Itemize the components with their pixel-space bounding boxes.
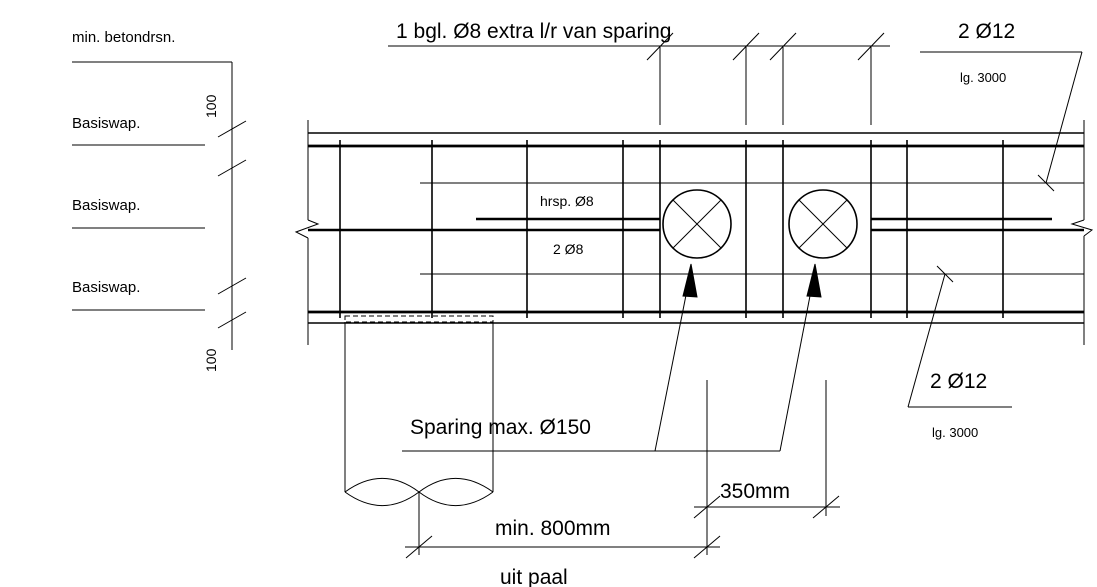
extra-stirrup-label: 1 bgl. Ø8 extra l/r van sparing xyxy=(396,20,671,43)
pile xyxy=(344,315,494,506)
bottom-bars-annotation: 2 Ø12 lg. 3000 xyxy=(907,265,1012,440)
hanger-label: hrsp. Ø8 xyxy=(540,193,594,209)
middle-bars-label: 2 Ø8 xyxy=(553,241,584,257)
dim-bottom-label: 100 xyxy=(203,348,219,372)
from-pile-label: uit paal xyxy=(500,566,568,587)
basiswap-label-bottom: Basiswap. xyxy=(72,279,140,296)
opening-right xyxy=(788,189,858,259)
bottom-dimensions: 350mm min. 800mm uit paal xyxy=(405,380,840,587)
top-bars-label: 2 Ø12 xyxy=(958,20,1015,43)
basiswap-label-top: Basiswap. xyxy=(72,115,140,132)
cover-label: min. betondrsn. xyxy=(72,29,175,46)
top-annotations: 1 bgl. Ø8 extra l/r van sparing 2 Ø12 lg… xyxy=(388,20,1083,192)
min-distance-label: min. 800mm xyxy=(495,517,611,540)
beam: hrsp. Ø8 2 Ø8 xyxy=(294,120,1094,345)
bottom-bars-label: 2 Ø12 xyxy=(930,370,987,393)
opening-label: Sparing max. Ø150 xyxy=(410,416,591,439)
dim-top-label: 100 xyxy=(203,94,219,118)
bottom-bars-length-label: lg. 3000 xyxy=(932,425,978,440)
opening-left xyxy=(662,189,732,259)
stirrups xyxy=(339,140,1004,318)
top-bars-length-label: lg. 3000 xyxy=(960,70,1006,85)
basiswap-label-mid: Basiswap. xyxy=(72,197,140,214)
spacing-label: 350mm xyxy=(720,480,790,503)
opening-annotation: Sparing max. Ø150 xyxy=(402,263,822,452)
left-legend: min. betondrsn. Basiswap. Basiswap. Basi… xyxy=(72,29,247,372)
